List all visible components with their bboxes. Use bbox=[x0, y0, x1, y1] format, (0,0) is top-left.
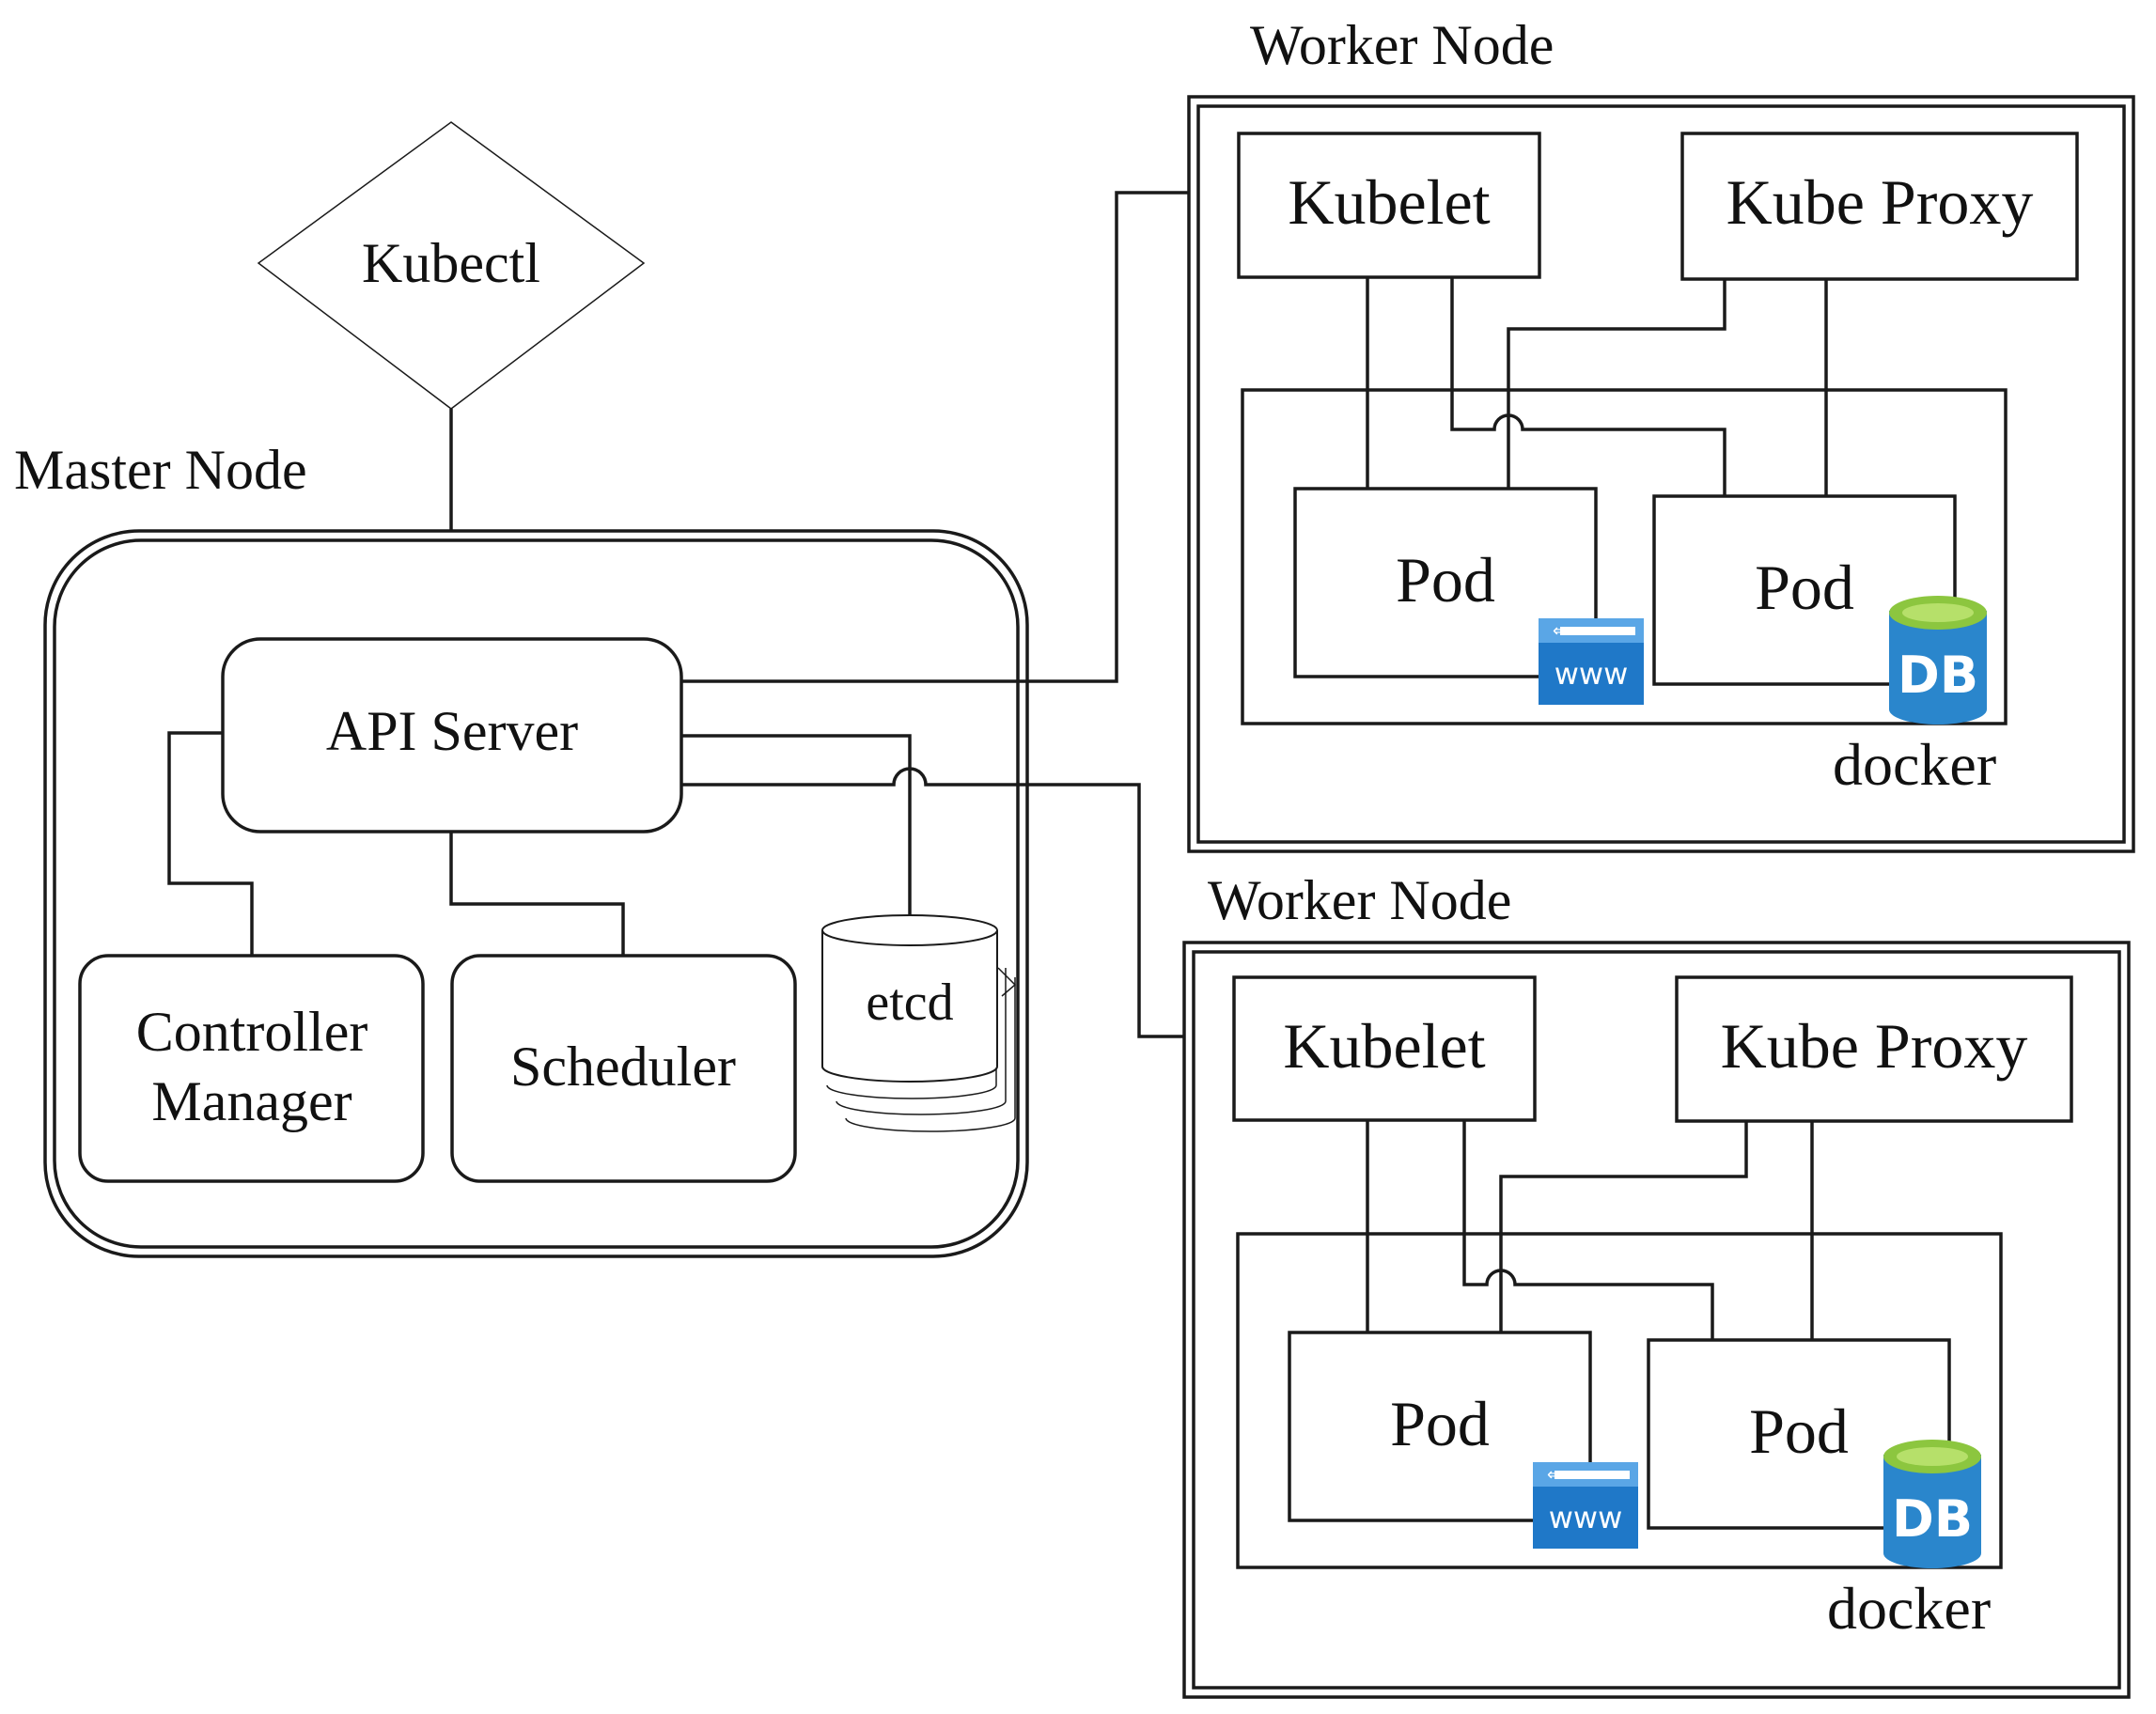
worker-node-2-db-icon-text: DB bbox=[1892, 1489, 1973, 1549]
controller-manager-box bbox=[78, 954, 425, 1183]
api-to-controller-connector bbox=[167, 731, 254, 956]
etcd-cylinder-top bbox=[821, 914, 998, 946]
worker-node-2-kube-proxy-label: Kube Proxy bbox=[1721, 1010, 2028, 1082]
worker-node-1-kube-proxy-label: Kube Proxy bbox=[1726, 166, 2034, 238]
worker-node-1-db-icon: DB bbox=[1889, 596, 1987, 725]
kubectl-node: Kubectl bbox=[257, 121, 646, 410]
api-to-etcd-connector bbox=[681, 734, 912, 916]
svg-text:⇐: ⇐ bbox=[1553, 621, 1567, 641]
controller-manager-label-line1: Controller bbox=[136, 1001, 368, 1063]
scheduler-box bbox=[450, 954, 797, 1183]
svg-text:⇐: ⇐ bbox=[1547, 1465, 1561, 1485]
worker-node-1-kube-proxy-box bbox=[1680, 132, 2079, 281]
api-to-scheduler-connector bbox=[449, 832, 625, 956]
worker-node-2: Worker Node Kubelet Kube Proxy Pod Pod ⇐… bbox=[1182, 869, 2131, 1699]
worker-node-1-pod-web-label: Pod bbox=[1396, 544, 1495, 615]
etcd-stack-layer-2 bbox=[836, 968, 1007, 1115]
api-to-worker2-kubelet-connector bbox=[681, 767, 1234, 1038]
api-server-label: API Server bbox=[326, 700, 578, 762]
worker-node-2-pod-db-label: Pod bbox=[1749, 1395, 1849, 1467]
worker-node-1-frame-inner bbox=[1196, 104, 2126, 844]
master-node-frame-inner bbox=[53, 538, 1020, 1249]
worker-node-1-kubelet-label: Kubelet bbox=[1288, 166, 1490, 238]
worker-node-2-web-icon: ⇐ www bbox=[1533, 1462, 1638, 1549]
etcd-stack-layer-3 bbox=[845, 977, 1016, 1132]
worker-node-2-kube-proxy-box bbox=[1675, 975, 2073, 1123]
master-node-title: Master Node bbox=[14, 439, 307, 501]
etcd-label: etcd bbox=[866, 974, 953, 1032]
worker-node-1-web-icon-text: www bbox=[1555, 656, 1629, 692]
worker-node-1-pod-db-label: Pod bbox=[1755, 552, 1854, 623]
worker-node-2-web-icon-text: www bbox=[1549, 1500, 1623, 1535]
etcd-stack-layer-1 bbox=[826, 958, 997, 1099]
worker-node-2-frame-inner bbox=[1192, 950, 2121, 1690]
worker-node-2-db-icon: DB bbox=[1883, 1440, 1981, 1568]
worker-node-1-db-icon-text: DB bbox=[1898, 646, 1978, 705]
worker-node-1-title: Worker Node bbox=[1250, 14, 1554, 76]
worker-node-2-pod-web-label: Pod bbox=[1390, 1388, 1490, 1459]
controller-manager-label-line2: Manager bbox=[151, 1070, 352, 1132]
master-node: Master Node API Server Controller Manage… bbox=[14, 439, 1029, 1258]
worker-node-1-proxy-to-pod1 bbox=[1507, 279, 1726, 489]
worker-node-2-kubelet-box bbox=[1232, 975, 1537, 1122]
worker-node-1-web-icon: ⇐ www bbox=[1539, 618, 1644, 705]
etcd-database: etcd bbox=[821, 914, 1017, 1132]
api-server-box bbox=[221, 637, 683, 834]
etcd-stack-rim bbox=[997, 967, 1017, 997]
worker-node-1-docker-label: docker bbox=[1833, 731, 1996, 798]
api-to-worker1-kubelet-connector bbox=[681, 191, 1241, 683]
worker-node-2-kubelet-label: Kubelet bbox=[1283, 1010, 1485, 1082]
worker-node-2-proxy-to-pod1 bbox=[1499, 1121, 1748, 1332]
scheduler-label: Scheduler bbox=[510, 1036, 736, 1098]
worker-node-1: Worker Node Kubelet Kube Proxy Pod Pod ⇐… bbox=[1187, 14, 2135, 853]
worker-node-2-docker-label: docker bbox=[1827, 1575, 1991, 1642]
worker-node-2-title: Worker Node bbox=[1208, 869, 1511, 931]
kubectl-label: Kubectl bbox=[362, 232, 540, 294]
etcd-cylinder-body bbox=[821, 930, 998, 1083]
worker-node-1-kubelet-box bbox=[1237, 132, 1541, 279]
